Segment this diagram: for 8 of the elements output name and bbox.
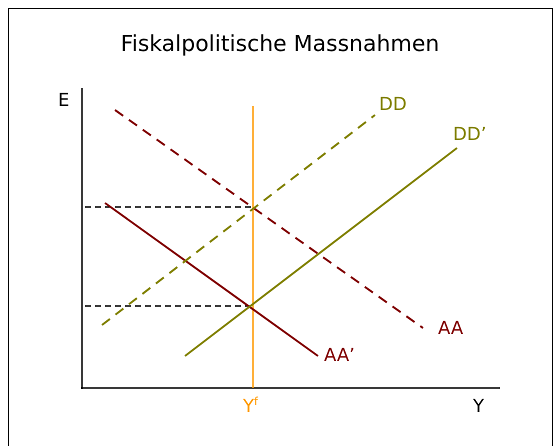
- axis-label: Y$^{f}$: [243, 398, 258, 416]
- axis-label: DD’: [453, 126, 486, 144]
- axis-label: AA’: [324, 347, 355, 365]
- diagram-title: Fiskalpolitische Massnahmen: [120, 32, 440, 57]
- axis-label: Y: [473, 398, 484, 416]
- axis-label: E: [58, 92, 70, 110]
- axis-label: AA: [438, 320, 464, 338]
- axis-label: DD: [379, 96, 407, 114]
